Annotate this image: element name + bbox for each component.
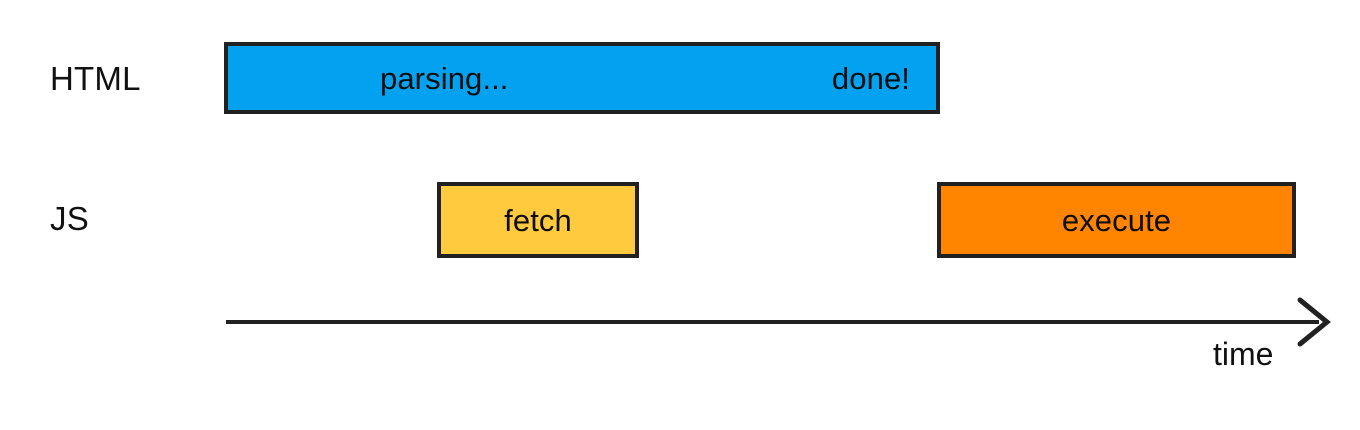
arrow-right-icon	[226, 297, 1331, 347]
bar-label-parsing: parsing...	[380, 60, 509, 96]
row-label-html: HTML	[50, 60, 141, 97]
time-axis	[215, 295, 1345, 355]
bar-label-execute: execute	[1061, 202, 1172, 238]
bar-label-fetch: fetch	[504, 202, 572, 238]
bar-label-done: done!	[831, 60, 910, 96]
bar-html-parsing: parsing... done!	[224, 42, 940, 114]
axis-label-time: time	[1213, 336, 1274, 372]
row-label-js: JS	[50, 200, 89, 237]
bar-js-fetch: fetch	[437, 182, 639, 258]
bar-js-execute: execute	[937, 182, 1296, 258]
